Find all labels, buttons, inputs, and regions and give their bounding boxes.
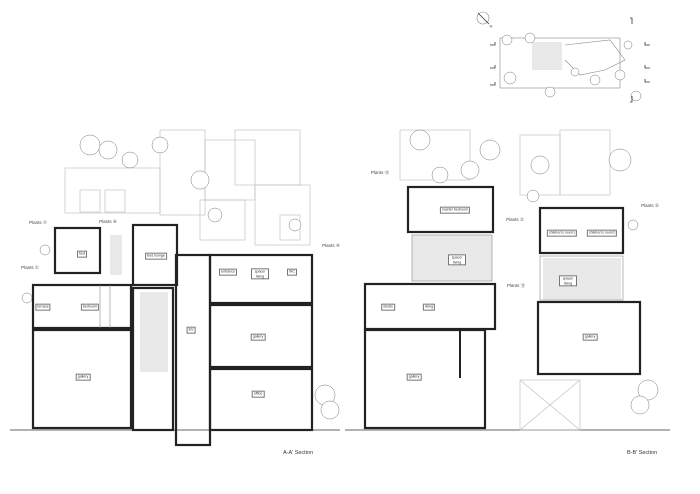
room-label: WC bbox=[287, 268, 297, 276]
plants-label: Plants ⑬ bbox=[370, 170, 390, 175]
north-label: N bbox=[489, 23, 493, 29]
plants-label: Plants ⑪ bbox=[506, 283, 526, 288]
plants-label: Plants ④ bbox=[322, 243, 340, 248]
room-label: master bedroom bbox=[439, 206, 471, 214]
room-label: bed lounge bbox=[145, 252, 167, 260]
room-label: studio bbox=[381, 303, 395, 311]
room-label: bed bbox=[77, 250, 87, 258]
section-title-a: A-A' Section bbox=[282, 450, 314, 456]
room-label: gallery bbox=[75, 373, 91, 381]
room-label: terrace bbox=[35, 303, 51, 311]
a-plants bbox=[21, 134, 340, 420]
room-label: entrance bbox=[219, 268, 237, 276]
room-label: gallery bbox=[406, 373, 422, 381]
room-label: gallery bbox=[582, 333, 598, 341]
b-section-walls bbox=[363, 185, 642, 430]
a-section-walls bbox=[31, 223, 314, 447]
room-label: children's room1 bbox=[546, 229, 578, 237]
room-label: bedroom bbox=[80, 303, 100, 311]
plants-label: Plants ⑤ bbox=[641, 203, 659, 208]
room-label: gallery bbox=[250, 333, 266, 341]
key-plan bbox=[476, 11, 650, 103]
room-label: office bbox=[251, 390, 265, 398]
room-label: EV bbox=[186, 326, 196, 334]
b-plants bbox=[409, 129, 659, 415]
room-label: space/ living bbox=[448, 254, 466, 266]
plants-label: Plants ② bbox=[506, 217, 524, 222]
section-title-b: B-B' Section bbox=[626, 450, 658, 456]
plants-label: Plants ⑦ bbox=[29, 220, 47, 225]
room-label: space/ living bbox=[559, 275, 577, 287]
plants-label: Plants ① bbox=[21, 265, 39, 270]
a-upper-volumes bbox=[64, 129, 311, 246]
room-label: space/ living bbox=[251, 268, 269, 280]
room-label: children's room2 bbox=[586, 229, 618, 237]
room-label: living bbox=[422, 303, 436, 311]
plants-label: Plants ⑥ bbox=[99, 219, 117, 224]
